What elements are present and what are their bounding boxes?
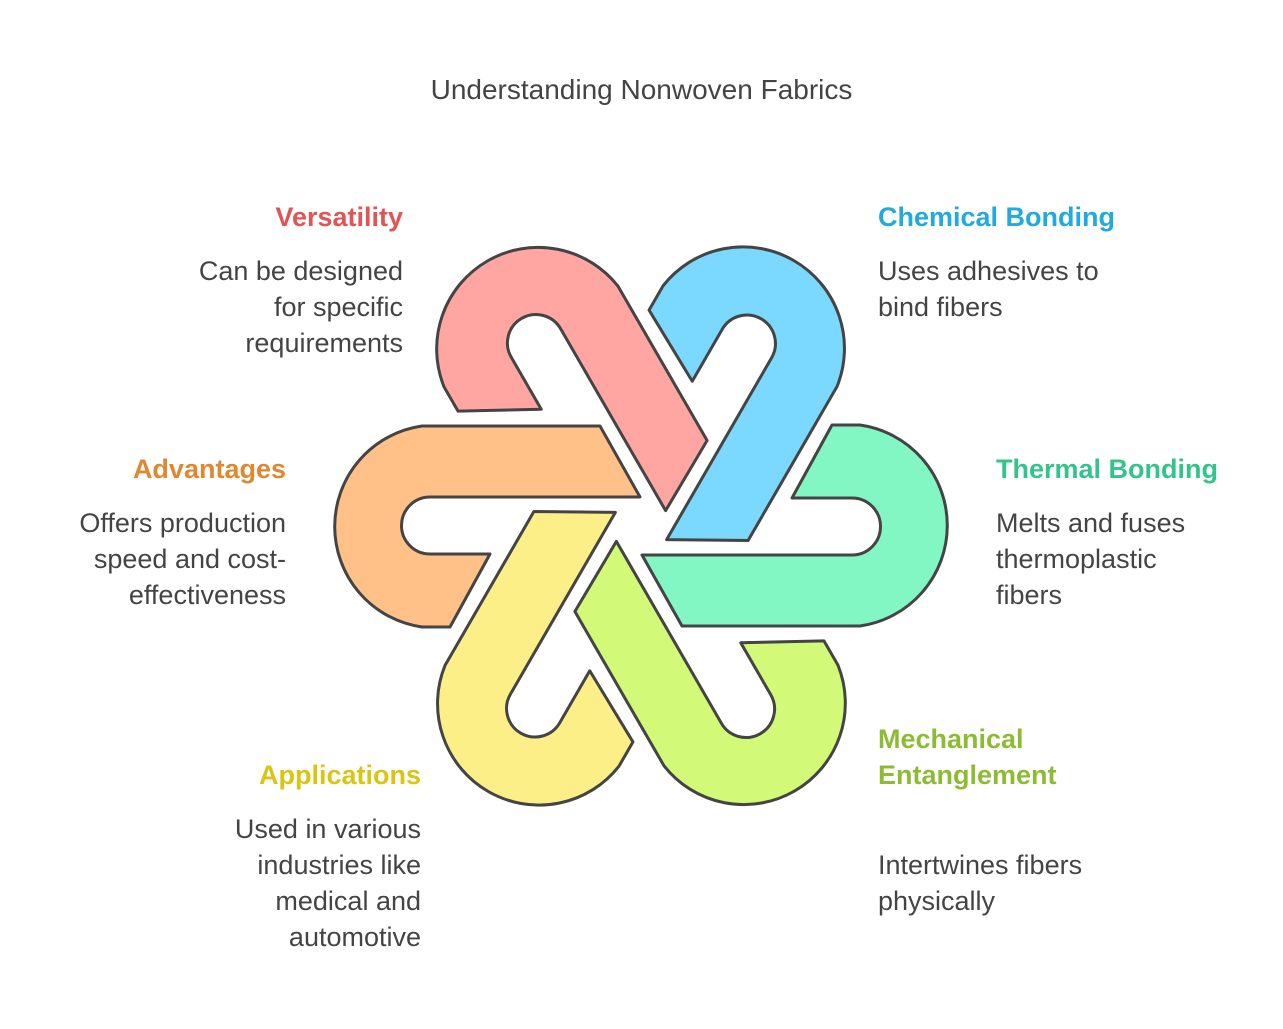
segment-advantages — [333, 424, 642, 629]
mechanical-entanglement-heading: Mechanical Entanglement — [878, 724, 1057, 790]
applications-heading: Applications — [258, 760, 421, 790]
diagram-title: Understanding Nonwoven Fabrics — [430, 74, 853, 105]
advantages-block: Advantages Offers production speed and c… — [79, 451, 286, 613]
segment-applications — [436, 510, 635, 807]
segment-thermal-bonding — [640, 423, 949, 628]
versatility-heading: Versatility — [275, 202, 403, 232]
segment-chemical-bonding — [647, 245, 846, 542]
segment-mechanical-entanglement — [573, 539, 847, 807]
thermal-bonding-block: Thermal Bonding Melts and fuses thermopl… — [996, 451, 1218, 613]
chemical-bonding-description: Uses adhesives to bind fibers — [878, 256, 1099, 322]
chemical-bonding-heading: Chemical Bonding — [878, 202, 1116, 232]
chemical-bonding-block: Chemical Bonding Uses adhesives to bind … — [878, 199, 1115, 325]
advantages-description: Offers production speed and cost- effect… — [79, 508, 286, 610]
segment-versatility — [435, 245, 709, 513]
mechanical-entanglement-block: Mechanical Entanglement Intertwines fibe… — [878, 721, 1082, 919]
versatility-description: Can be designed for specific requirement… — [198, 256, 403, 358]
advantages-heading: Advantages — [132, 454, 286, 484]
applications-block: Applications Used in various industries … — [235, 757, 421, 955]
versatility-block: Versatility Can be designed for specific… — [199, 199, 403, 361]
mechanical-entanglement-description: Intertwines fibers physically — [878, 850, 1083, 916]
applications-description: Used in various industries like medical … — [234, 814, 421, 952]
thermal-bonding-heading: Thermal Bonding — [996, 454, 1218, 484]
thermal-bonding-description: Melts and fuses thermoplastic fibers — [996, 508, 1186, 610]
